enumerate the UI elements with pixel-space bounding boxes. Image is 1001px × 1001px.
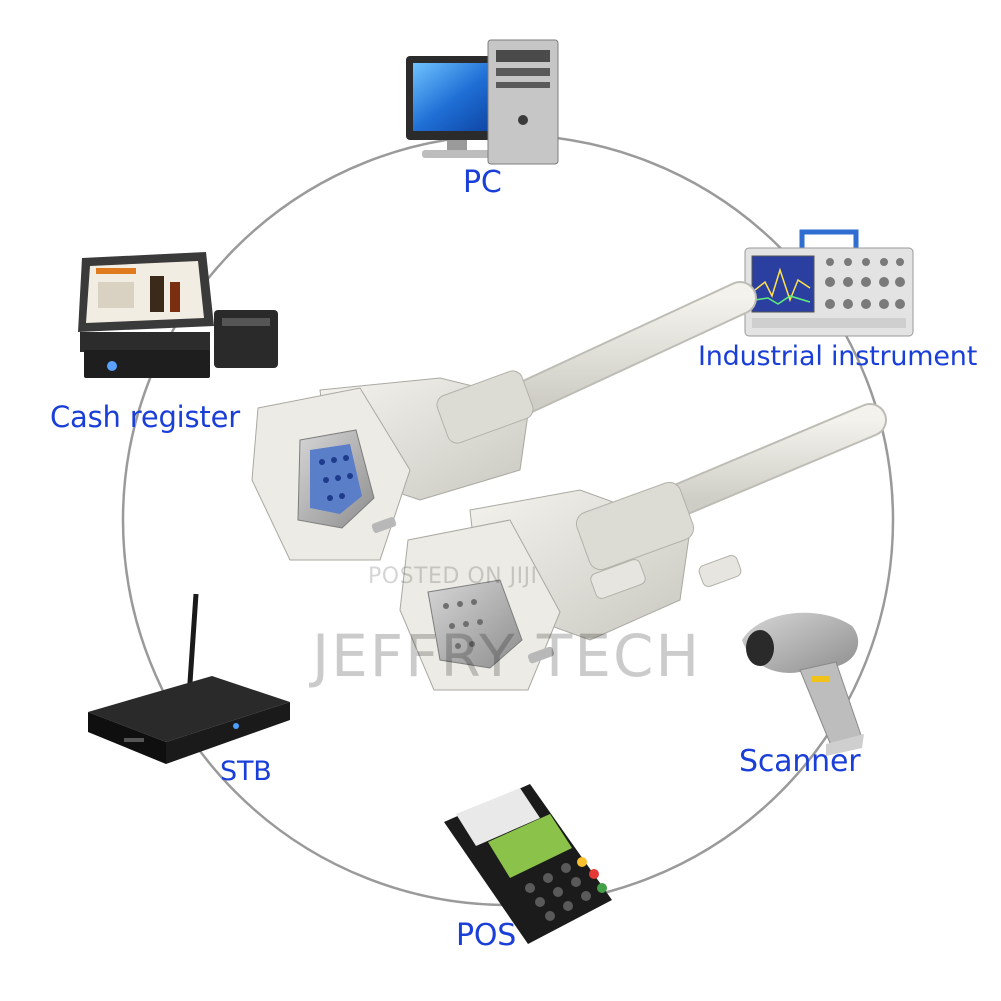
- oscilloscope-icon: [744, 229, 914, 337]
- watermark-brand: JEFFRY TECH: [312, 622, 702, 690]
- device-label-pc: PC: [463, 165, 502, 200]
- device-label-scanner: Scanner: [739, 744, 861, 779]
- device-label-cash: Cash register: [50, 400, 240, 434]
- desktop-computer-icon: [406, 39, 559, 165]
- cash-register-icon: [78, 252, 278, 378]
- device-label-industrial: Industrial instrument: [698, 341, 978, 372]
- watermark-posted: POSTED ON JIJI: [368, 564, 538, 589]
- pos-terminal-icon: [444, 784, 612, 944]
- barcode-scanner-icon: [742, 612, 864, 756]
- device-label-pos: POS: [456, 918, 517, 953]
- device-label-stb: STB: [220, 756, 272, 787]
- serial-db9-cable-icon: [251, 281, 887, 691]
- set-top-box-icon: [88, 593, 290, 764]
